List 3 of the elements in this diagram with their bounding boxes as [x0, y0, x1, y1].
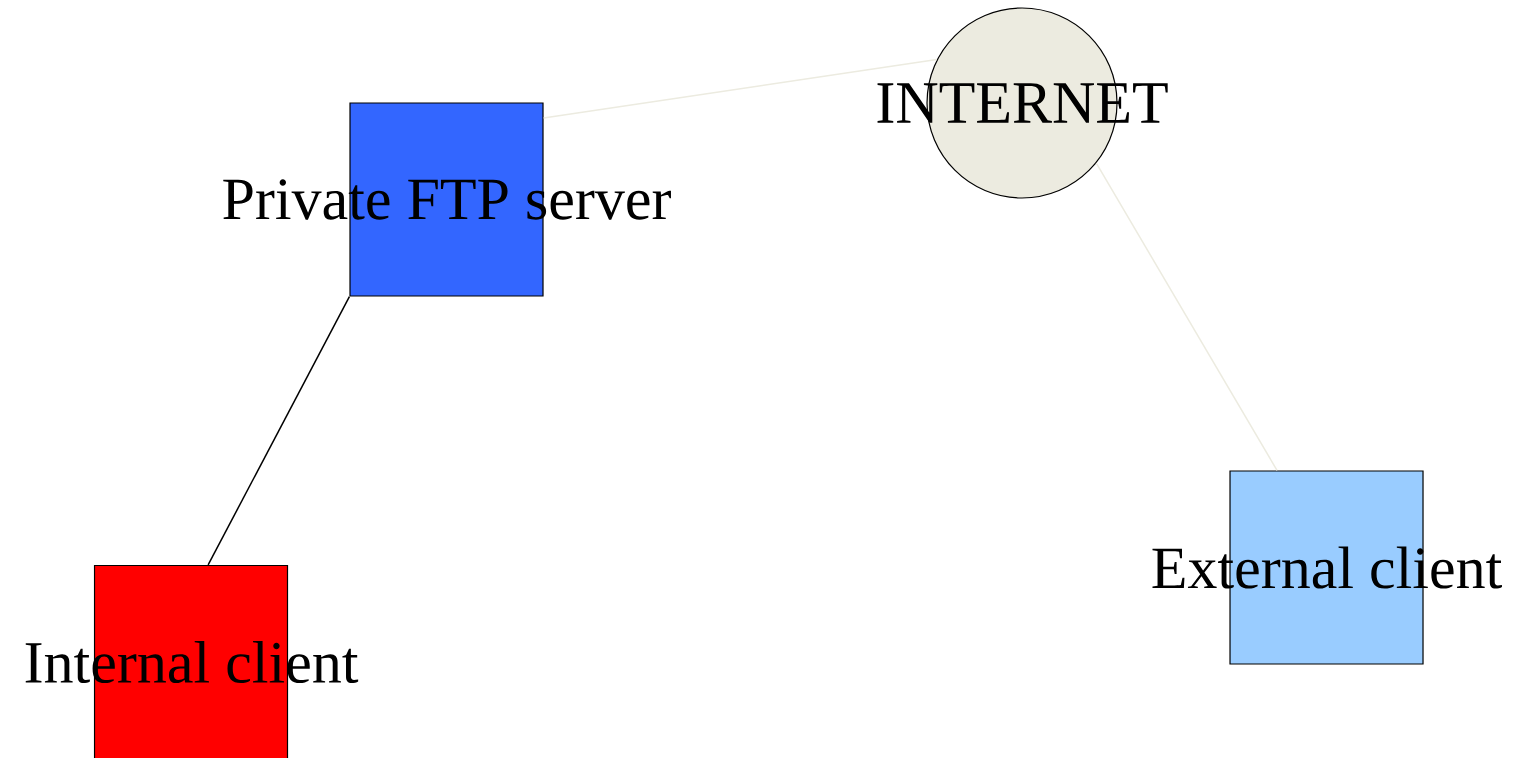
connector-line	[1095, 162, 1278, 472]
connector-line	[207, 295, 351, 566]
connector-line	[542, 58, 938, 119]
